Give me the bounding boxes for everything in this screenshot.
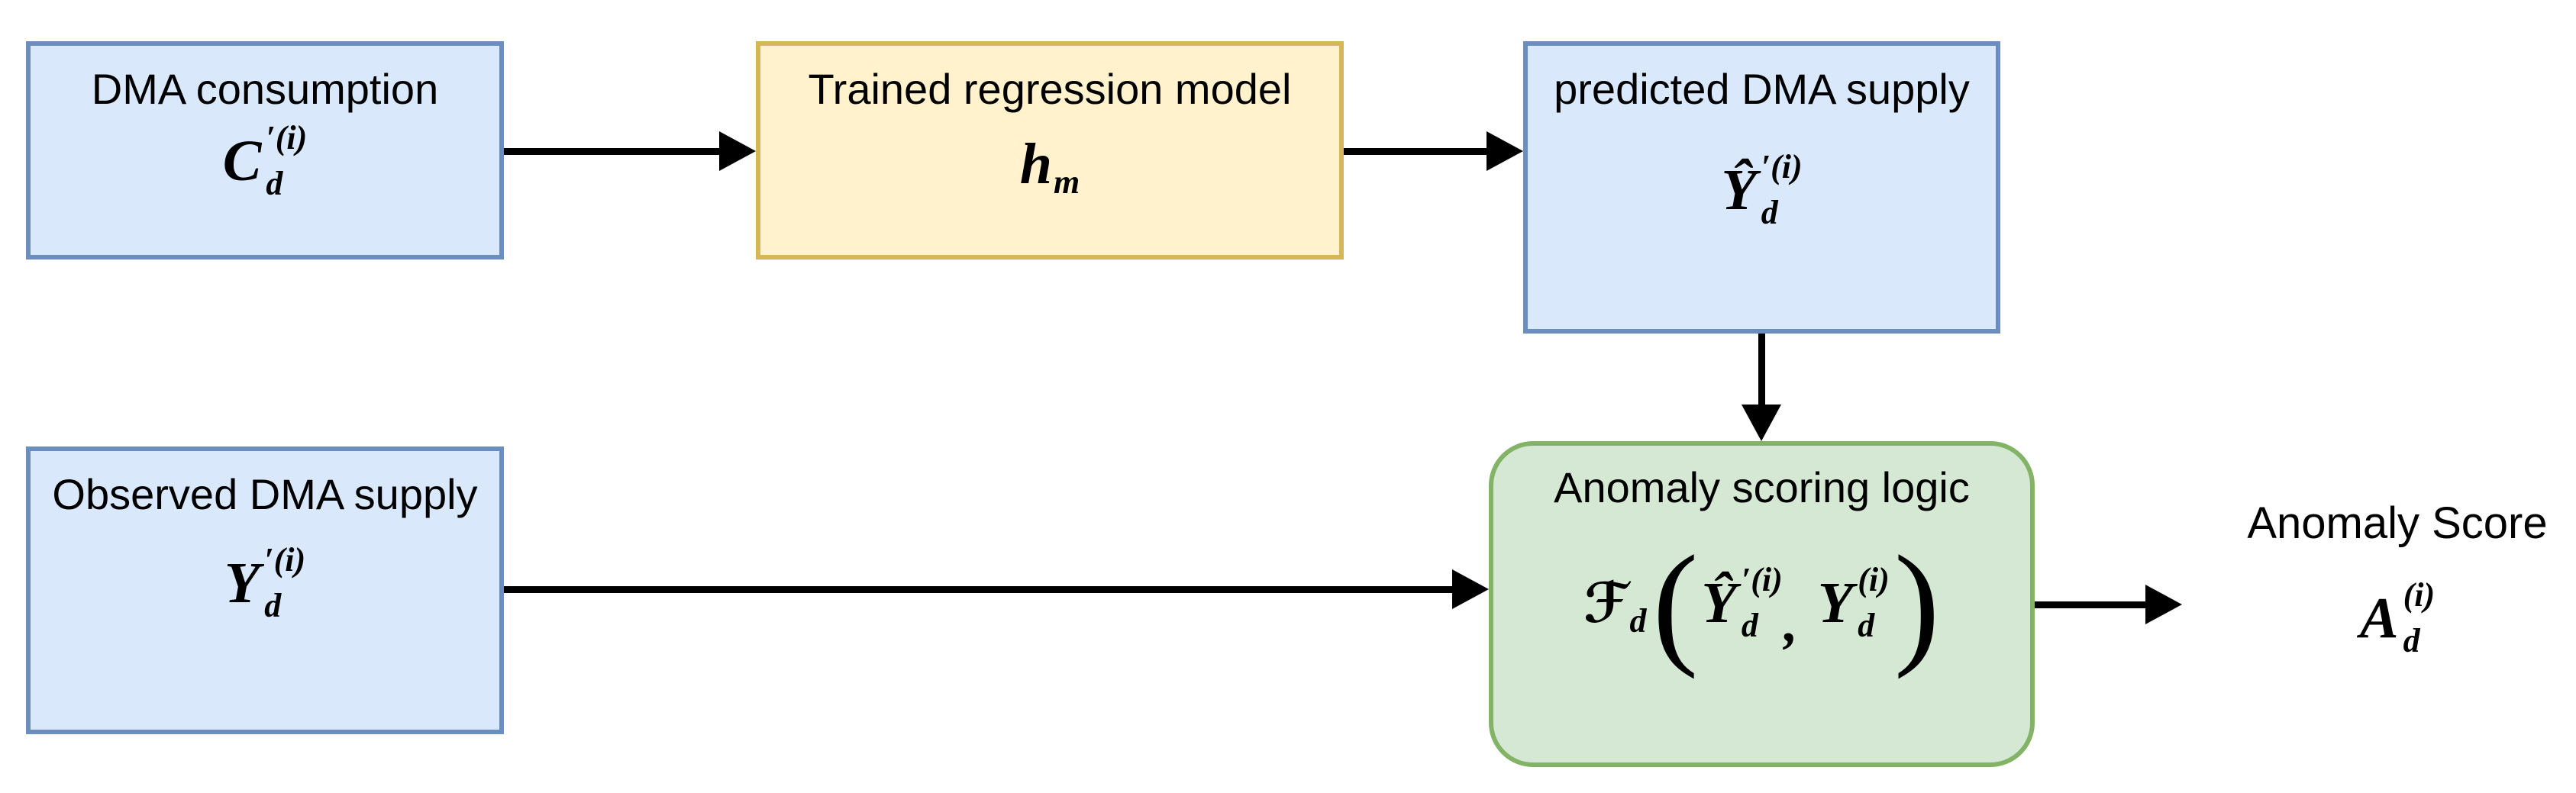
math-arg2-base: Y bbox=[1817, 571, 1854, 636]
math-base: Ŷ bbox=[1721, 158, 1757, 223]
arrowhead-observed-to-scoring bbox=[1452, 569, 1489, 609]
math-superscript: (i) bbox=[2403, 576, 2436, 614]
arrow-model-to-predicted bbox=[1344, 148, 1489, 155]
math-superscript: ′(i) bbox=[264, 541, 306, 579]
arrowhead-predicted-to-scoring bbox=[1742, 405, 1781, 441]
arrowhead-consumption-to-model bbox=[719, 131, 756, 171]
node-dma-consumption-label: DMA consumption bbox=[91, 65, 439, 113]
math-base: Y bbox=[224, 551, 260, 616]
node-predicted-supply-formula: Ŷ′(i) d bbox=[1721, 113, 1802, 268]
math-subscript: d bbox=[2403, 622, 2420, 659]
math-arg2-superscript: (i) bbox=[1858, 561, 1890, 599]
math-separator: , bbox=[1784, 592, 1798, 654]
node-observed-supply-formula: Y′(i) d bbox=[224, 518, 305, 649]
arrow-consumption-to-model bbox=[504, 148, 723, 155]
output-anomaly-score-label: Anomaly Score bbox=[2247, 498, 2548, 548]
node-anomaly-scoring-label: Anomaly scoring logic bbox=[1554, 463, 1970, 511]
node-predicted-supply: predicted DMA supply Ŷ′(i) d bbox=[1523, 41, 2000, 334]
math-base: A bbox=[2359, 586, 2399, 650]
math-arg1-base: Ŷ bbox=[1701, 571, 1737, 636]
math-subscript: m bbox=[1054, 163, 1080, 201]
math-arg2-subscript: d bbox=[1858, 607, 1875, 645]
arrowhead-model-to-predicted bbox=[1487, 131, 1523, 171]
math-base: h bbox=[1019, 131, 1053, 196]
math-subscript: d bbox=[1761, 194, 1778, 232]
node-observed-supply: Observed DMA supply Y′(i) d bbox=[26, 446, 504, 734]
node-observed-supply-label: Observed DMA supply bbox=[52, 470, 478, 518]
math-close-paren: ) bbox=[1893, 527, 1940, 679]
math-function: ℱ bbox=[1583, 571, 1629, 636]
math-superscript: ′(i) bbox=[1761, 148, 1803, 186]
output-anomaly-score-formula: A(i) d bbox=[2237, 579, 2558, 658]
math-base: C bbox=[222, 128, 262, 193]
node-dma-consumption-formula: C′(i) d bbox=[223, 113, 308, 209]
arrow-predicted-to-scoring bbox=[1758, 334, 1765, 407]
math-subscript: d bbox=[264, 587, 282, 625]
math-superscript: ′(i) bbox=[266, 118, 308, 156]
math-open-paren: ( bbox=[1652, 527, 1699, 679]
node-dma-consumption: DMA consumption C′(i) d bbox=[26, 41, 504, 259]
math-arg1-superscript: ′(i) bbox=[1741, 561, 1783, 599]
arrowhead-scoring-to-output bbox=[2145, 585, 2182, 624]
arrow-scoring-to-output bbox=[2035, 601, 2148, 608]
math-function-subscript: d bbox=[1629, 602, 1647, 640]
node-regression-model-label: Trained regression model bbox=[808, 65, 1292, 113]
node-predicted-supply-label: predicted DMA supply bbox=[1554, 65, 1970, 113]
arrow-observed-to-scoring bbox=[504, 586, 1454, 593]
math-subscript: d bbox=[266, 164, 283, 202]
math-arg1-subscript: d bbox=[1741, 607, 1758, 645]
